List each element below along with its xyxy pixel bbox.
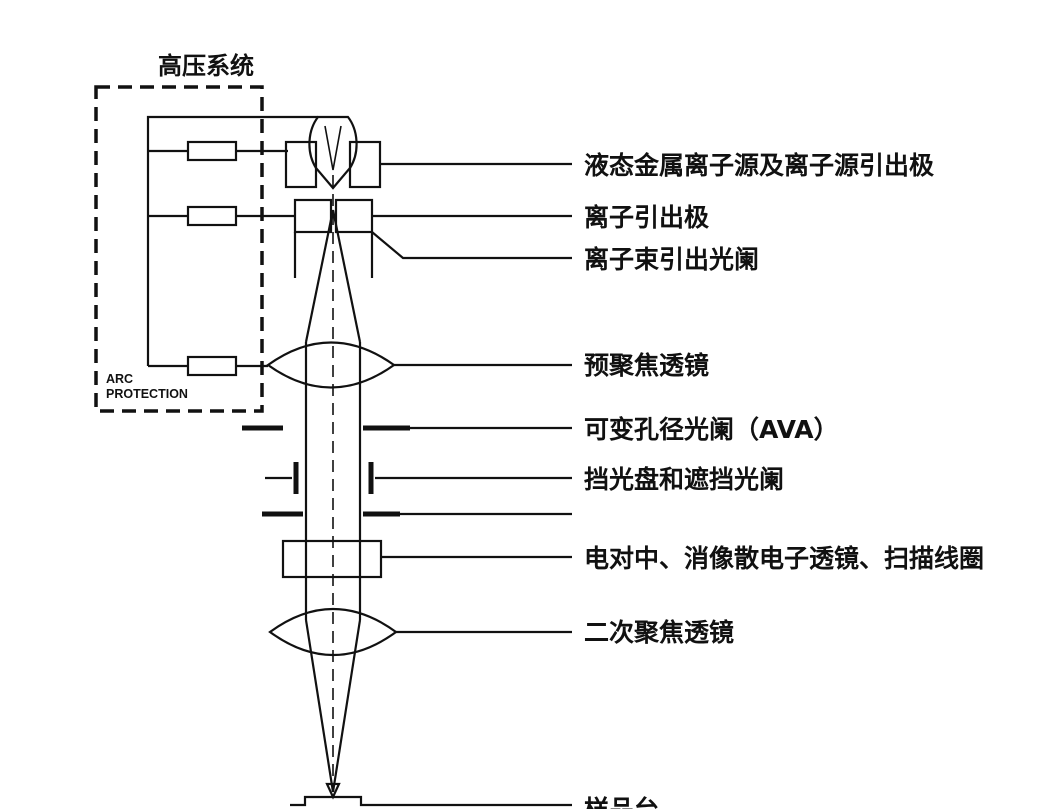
leader-aperture — [371, 231, 572, 260]
resistor-prefocus — [186, 355, 238, 377]
label-ion-source: 液态金属离子源及离子源引出极 — [584, 151, 934, 180]
resistor-extractor — [186, 205, 238, 227]
high-voltage-system: 高压系统 ARC PROTECTION — [94, 52, 318, 413]
beam-converge-left — [304, 619, 335, 793]
arc-protection-line2: PROTECTION — [106, 387, 188, 401]
source-emitter — [308, 115, 358, 190]
beam-diverge-right — [331, 209, 362, 343]
label-sample-stage: 样品台 — [584, 795, 659, 809]
component-labels: 液态金属离子源及离子源引出极 离子引出极 离子束引出光阑 预聚焦透镜 可变孔径光… — [584, 151, 984, 809]
ion-beam — [304, 175, 362, 793]
source-block-right — [348, 140, 382, 189]
beam-diverge-left — [304, 209, 335, 343]
label-prefocus-lens: 预聚焦透镜 — [584, 351, 709, 380]
stage-marker — [325, 782, 341, 800]
resistor-source — [186, 140, 238, 162]
deflector-stigmator-box — [281, 539, 383, 579]
extractor-right — [334, 198, 374, 234]
sample-stage — [290, 782, 376, 807]
beam-converge-right — [331, 619, 362, 793]
arc-protection-line1: ARC — [106, 372, 133, 386]
source-emitter-inner — [324, 125, 342, 171]
source-block-left — [284, 140, 318, 189]
label-objective-lens: 二次聚焦透镜 — [584, 618, 734, 647]
label-deflector: 电对中、消像散电子透镜、扫描线圈 — [584, 544, 984, 573]
label-beam-aperture: 离子束引出光阑 — [584, 245, 759, 274]
label-extractor: 离子引出极 — [584, 203, 709, 232]
high-voltage-system-title: 高压系统 — [158, 52, 254, 80]
high-voltage-dashed-box — [94, 85, 264, 413]
label-ava: 可变孔径光阑（AVA） — [584, 415, 839, 444]
label-blanking: 挡光盘和遮挡光阑 — [584, 465, 784, 494]
extractor-left — [293, 198, 333, 234]
extraction-aperture — [293, 232, 374, 278]
leader-lines — [371, 162, 572, 807]
blanking-plates — [262, 462, 402, 517]
hv-bus-wire — [146, 115, 318, 366]
stage-plate — [290, 795, 376, 807]
prefocus-lens — [266, 341, 396, 389]
